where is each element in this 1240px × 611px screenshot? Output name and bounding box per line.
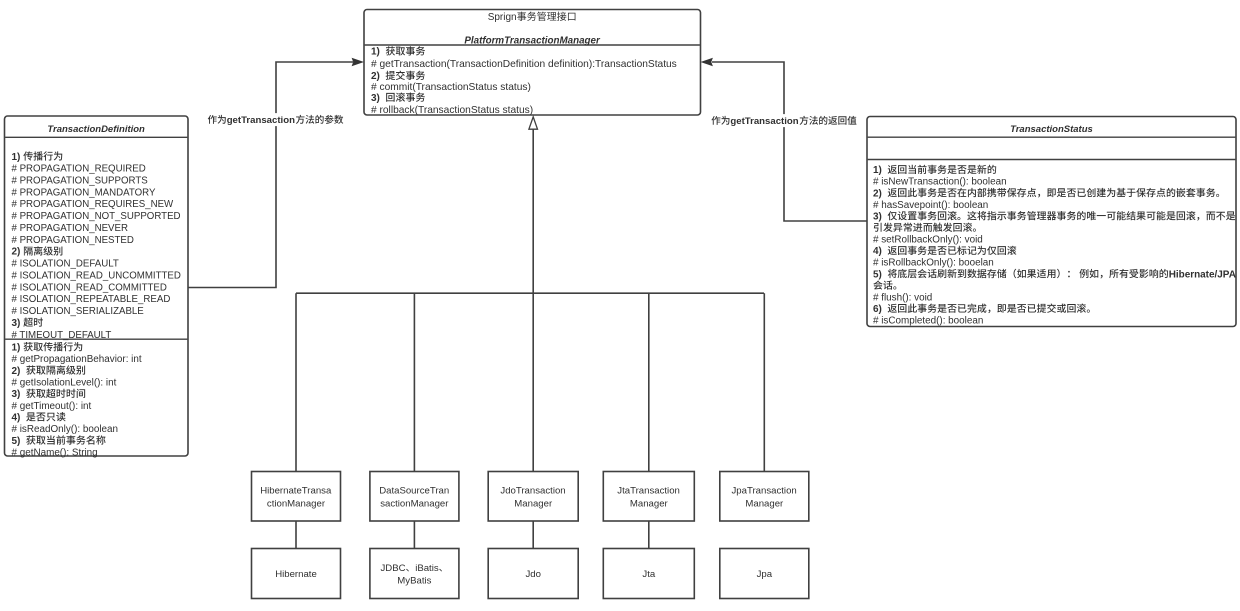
- svg-text:# PROPAGATION_REQUIRES_NEW: # PROPAGATION_REQUIRES_NEW: [12, 199, 175, 210]
- svg-text:# PROPAGATION_SUPPORTS: # PROPAGATION_SUPPORTS: [12, 175, 149, 186]
- svg-text:4): 4): [873, 246, 882, 257]
- svg-text:Jta: Jta: [642, 569, 655, 580]
- svg-text:# TIMEOUT_DEFAULT: # TIMEOUT_DEFAULT: [12, 330, 112, 341]
- svg-text:Manager: Manager: [745, 499, 784, 510]
- svg-text:# ISOLATION_DEFAULT: # ISOLATION_DEFAULT: [12, 259, 119, 270]
- svg-text:JDBC: JDBC: [381, 563, 406, 574]
- svg-text:1): 1): [873, 165, 882, 176]
- svg-text:1): 1): [371, 47, 380, 58]
- svg-text:# getIsolationLevel(): int: # getIsolationLevel(): int: [12, 377, 117, 388]
- svg-text:Jdo: Jdo: [526, 569, 541, 580]
- svg-text:sactionManager: sactionManager: [380, 499, 449, 510]
- svg-text:# commit(TransactionStatus sta: # commit(TransactionStatus status): [371, 82, 531, 93]
- svg-text:# isNewTransaction(): boolean: # isNewTransaction(): boolean: [873, 177, 1007, 188]
- svg-text:# ISOLATION_SERIALIZABLE: # ISOLATION_SERIALIZABLE: [12, 306, 145, 317]
- svg-text:# PROPAGATION_MANDATORY: # PROPAGATION_MANDATORY: [12, 187, 156, 198]
- svg-text:getTransaction: getTransaction: [227, 115, 295, 126]
- svg-text:Manager: Manager: [514, 499, 553, 510]
- svg-text:# getTransaction(TransactionDe: # getTransaction(TransactionDefinition d…: [371, 59, 677, 70]
- svg-text:3): 3): [873, 211, 882, 222]
- svg-text:5): 5): [12, 436, 21, 447]
- svg-text:JtaTransaction: JtaTransaction: [617, 486, 680, 497]
- svg-text:iBatis: iBatis: [415, 563, 439, 574]
- svg-text:2): 2): [873, 188, 882, 199]
- svg-text:# PROPAGATION_NESTED: # PROPAGATION_NESTED: [12, 235, 134, 246]
- svg-text:1): 1): [12, 342, 21, 353]
- svg-text:# isReadOnly(): boolean: # isReadOnly(): boolean: [12, 424, 119, 435]
- svg-text:Sprign: Sprign: [488, 12, 517, 23]
- svg-text:2): 2): [12, 366, 21, 377]
- svg-text:# PROPAGATION_NOT_SUPPORTED: # PROPAGATION_NOT_SUPPORTED: [12, 211, 181, 222]
- svg-text:DataSourceTran: DataSourceTran: [379, 486, 449, 497]
- svg-text:Hibernate: Hibernate: [275, 569, 317, 580]
- svg-text:TransactionStatus: TransactionStatus: [1010, 124, 1093, 135]
- svg-text:# hasSavepoint(): boolean: # hasSavepoint(): boolean: [873, 200, 988, 211]
- svg-text:4): 4): [12, 412, 21, 423]
- svg-text:ctionManager: ctionManager: [267, 499, 326, 510]
- svg-text:# ISOLATION_REPEATABLE_READ: # ISOLATION_REPEATABLE_READ: [12, 294, 171, 305]
- svg-text:HibernateTransa: HibernateTransa: [260, 486, 332, 497]
- svg-text:JpaTransaction: JpaTransaction: [732, 486, 797, 497]
- svg-text:# setRollbackOnly(): void: # setRollbackOnly(): void: [873, 235, 983, 246]
- svg-text:PlatformTransactionManager: PlatformTransactionManager: [464, 35, 601, 46]
- svg-text:# ISOLATION_READ_COMMITTED: # ISOLATION_READ_COMMITTED: [12, 282, 167, 293]
- svg-text:Manager: Manager: [630, 499, 669, 510]
- svg-text:# isCompleted(): boolean: # isCompleted(): boolean: [873, 316, 983, 327]
- svg-text:# rollback(TransactionStatus s: # rollback(TransactionStatus status): [371, 105, 533, 116]
- svg-text:3): 3): [12, 389, 21, 400]
- svg-text:3): 3): [371, 93, 380, 104]
- svg-text:# getTimeout(): int: # getTimeout(): int: [12, 401, 92, 412]
- svg-text:6): 6): [873, 304, 882, 315]
- svg-text:# isRollbackOnly(): booelan: # isRollbackOnly(): booelan: [873, 258, 994, 269]
- svg-text:# getName(): String: # getName(): String: [12, 447, 98, 458]
- svg-text:# PROPAGATION_NEVER: # PROPAGATION_NEVER: [12, 223, 128, 234]
- svg-text:2): 2): [371, 71, 380, 82]
- svg-text:Jpa: Jpa: [757, 569, 773, 580]
- svg-text:1): 1): [12, 152, 21, 163]
- svg-text:# flush(): void: # flush(): void: [873, 292, 932, 303]
- svg-text:3): 3): [12, 318, 21, 329]
- svg-text:# PROPAGATION_REQUIRED: # PROPAGATION_REQUIRED: [12, 164, 146, 175]
- svg-text:# getPropagationBehavior: int: # getPropagationBehavior: int: [12, 354, 142, 365]
- svg-text:2): 2): [12, 247, 21, 258]
- svg-text:MyBatis: MyBatis: [397, 576, 431, 587]
- svg-text:Hibernate/JPA: Hibernate/JPA: [1169, 269, 1236, 280]
- svg-text:5): 5): [873, 269, 882, 280]
- svg-text:getTransaction: getTransaction: [730, 116, 798, 127]
- svg-text:TransactionDefinition: TransactionDefinition: [47, 124, 145, 135]
- svg-text:JdoTransaction: JdoTransaction: [500, 486, 565, 497]
- svg-text:# ISOLATION_READ_UNCOMMITTED: # ISOLATION_READ_UNCOMMITTED: [12, 270, 181, 281]
